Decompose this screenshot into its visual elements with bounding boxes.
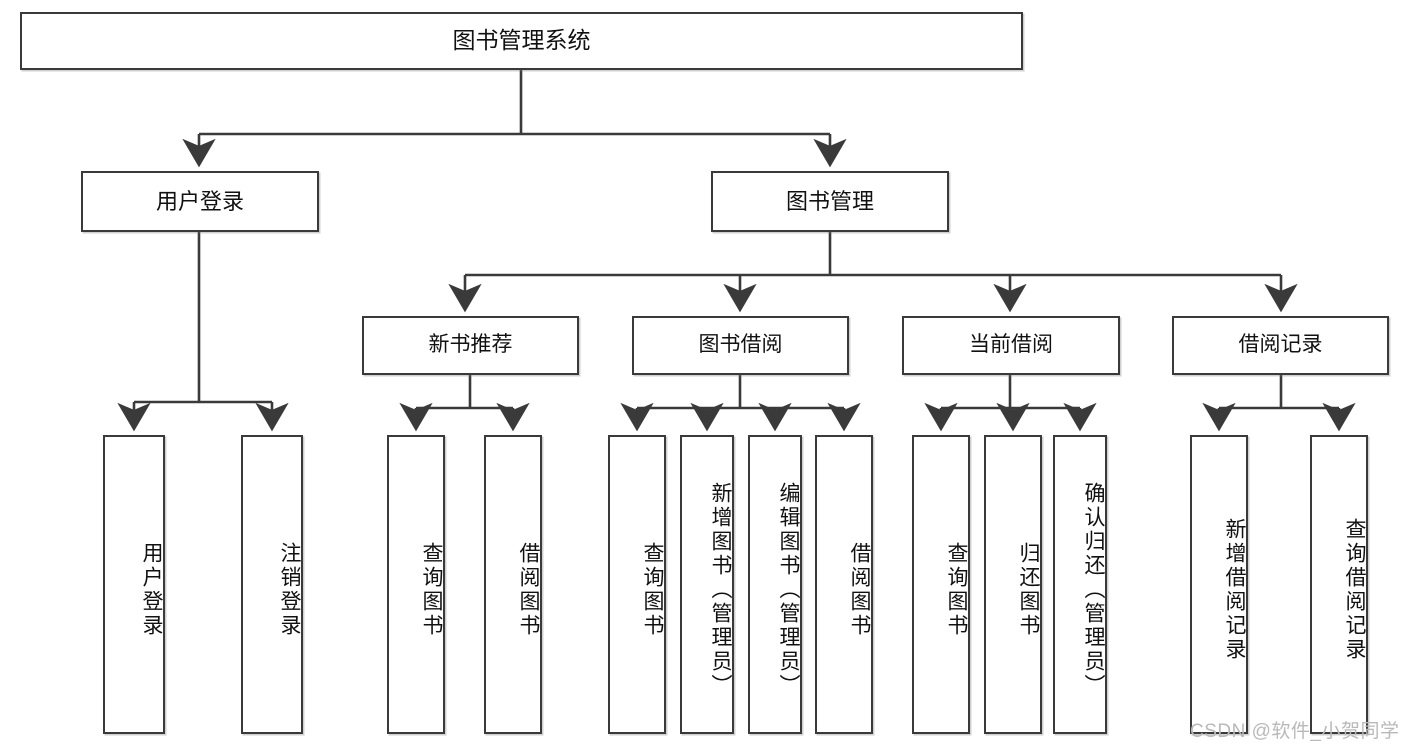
node-leaf-query-book-3-label: 查询图书 [945,541,968,638]
node-leaf-user-logout-label: 注销登录 [278,541,301,638]
node-leaf-confirm-return-label: 确认归还（管理员） [1082,481,1105,698]
node-leaf-user-logout[interactable]: 注销登录 [241,435,303,734]
node-leaf-query-book-1-label: 查询图书 [420,541,443,638]
node-borrow-record-label: 借阅记录 [1238,333,1323,357]
node-leaf-add-book[interactable]: 新增图书（管理员） [680,435,734,734]
node-new-book-recommend[interactable]: 新书推荐 [362,316,579,375]
node-book-manage[interactable]: 图书管理 [711,171,949,232]
node-leaf-add-record-label: 新增借阅记录 [1223,517,1246,662]
node-book-borrow[interactable]: 图书借阅 [632,316,849,375]
node-borrow-record[interactable]: 借阅记录 [1172,316,1389,375]
node-leaf-borrow-book-1[interactable]: 借阅图书 [484,435,542,734]
node-leaf-query-book-1[interactable]: 查询图书 [387,435,445,734]
node-leaf-add-record[interactable]: 新增借阅记录 [1190,435,1248,734]
node-book-manage-label: 图书管理 [785,188,874,214]
node-leaf-borrow-book-2-label: 借阅图书 [848,541,871,638]
node-leaf-add-book-label: 新增图书（管理员） [709,481,732,698]
node-root-label: 图书管理系统 [452,27,591,54]
node-leaf-query-book-2-label: 查询图书 [641,541,664,638]
node-leaf-return-book-label: 归还图书 [1017,541,1040,638]
node-user-login[interactable]: 用户登录 [81,171,319,232]
node-leaf-return-book[interactable]: 归还图书 [984,435,1042,734]
node-leaf-borrow-book-2[interactable]: 借阅图书 [815,435,873,734]
node-current-borrow[interactable]: 当前借阅 [902,316,1120,375]
node-leaf-user-login[interactable]: 用户登录 [103,435,165,734]
node-leaf-query-record-label: 查询借阅记录 [1343,517,1366,662]
node-leaf-confirm-return[interactable]: 确认归还（管理员） [1053,435,1107,734]
node-book-borrow-label: 图书借阅 [698,333,783,357]
node-current-borrow-label: 当前借阅 [969,333,1053,357]
node-new-book-recommend-label: 新书推荐 [428,333,513,357]
node-leaf-query-book-3[interactable]: 查询图书 [912,435,970,734]
node-leaf-edit-book[interactable]: 编辑图书（管理员） [748,435,802,734]
watermark: CSDN @软件_小贺同学 [1190,721,1400,742]
node-root[interactable]: 图书管理系统 [20,12,1023,70]
node-leaf-query-book-2[interactable]: 查询图书 [608,435,666,734]
node-leaf-user-login-label: 用户登录 [140,541,163,638]
node-leaf-edit-book-label: 编辑图书（管理员） [777,481,800,698]
node-leaf-borrow-book-1-label: 借阅图书 [517,541,540,638]
node-leaf-query-record[interactable]: 查询借阅记录 [1310,435,1368,734]
node-user-login-label: 用户登录 [155,188,244,214]
